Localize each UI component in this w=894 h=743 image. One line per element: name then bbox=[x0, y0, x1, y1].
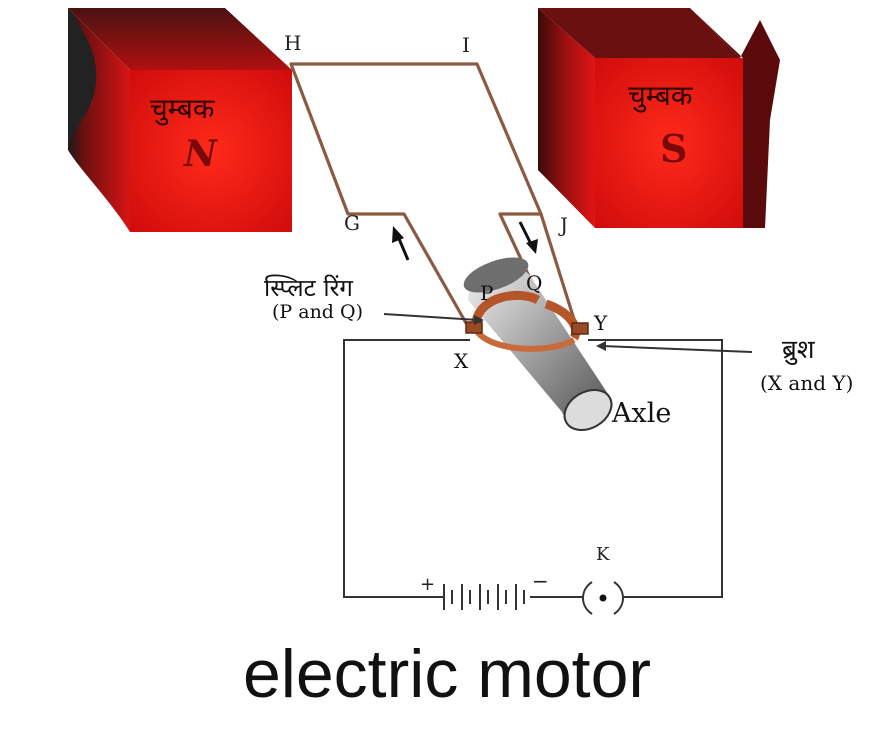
brush-sublabel: (X and Y) bbox=[760, 371, 853, 395]
brush-pointer bbox=[601, 345, 753, 353]
south-magnet bbox=[538, 8, 780, 228]
coil-label-j: J bbox=[558, 213, 568, 237]
ring-label-q: Q bbox=[526, 271, 542, 295]
split-ring-sublabel: (P and Q) bbox=[272, 301, 363, 323]
diagram-caption: electric motor bbox=[242, 636, 652, 712]
ring-label-p: P bbox=[480, 281, 493, 305]
split-ring-pointer-head bbox=[474, 315, 484, 325]
current-arrow-up bbox=[392, 226, 410, 261]
coil-label-h: H bbox=[284, 31, 301, 55]
south-pole-letter: S bbox=[660, 126, 687, 171]
brush-label-y: Y bbox=[593, 311, 608, 335]
south-magnet-word: चुम्बक bbox=[628, 79, 693, 113]
brush-y bbox=[571, 322, 589, 335]
switch-k bbox=[582, 581, 624, 615]
brush-pointer-head bbox=[596, 341, 606, 351]
brush-label-x: X bbox=[454, 349, 469, 373]
coil-label-g: G bbox=[344, 211, 360, 235]
battery-plus: + bbox=[420, 574, 435, 595]
battery-minus: − bbox=[532, 569, 549, 593]
north-magnet-word: चुम्बक bbox=[150, 92, 215, 126]
switch-label: K bbox=[596, 544, 610, 565]
north-pole-letter: N bbox=[183, 133, 219, 175]
brush-label: ब्रुश bbox=[782, 335, 816, 365]
split-ring-label: स्प्लिट रिंग bbox=[264, 274, 353, 302]
axle-label: Axle bbox=[611, 398, 671, 429]
battery bbox=[443, 584, 525, 610]
north-magnet bbox=[68, 8, 292, 232]
axle bbox=[463, 257, 613, 431]
coil-label-i: I bbox=[462, 33, 470, 57]
split-ring bbox=[471, 290, 581, 352]
external-circuit bbox=[343, 339, 723, 598]
split-ring-pointer bbox=[383, 313, 479, 321]
current-arrow-down bbox=[518, 221, 538, 254]
